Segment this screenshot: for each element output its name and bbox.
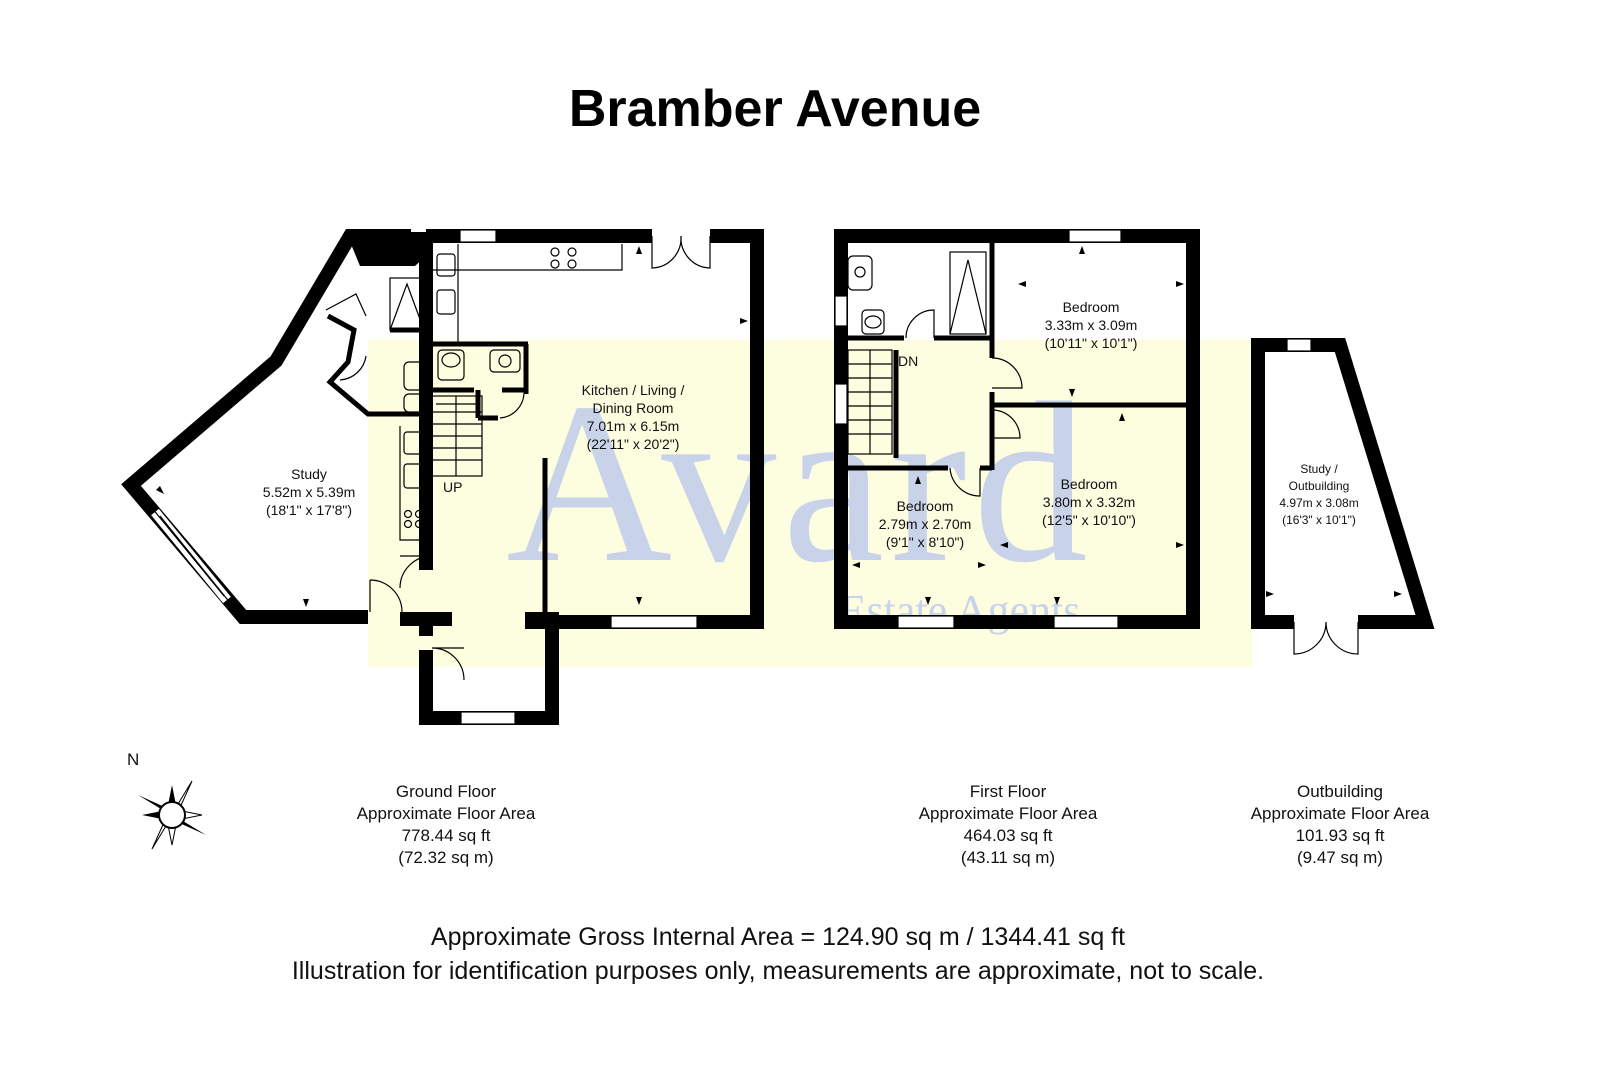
compass-icon: [138, 780, 206, 850]
bedroom3-metric: 2.79m x 2.70m: [879, 516, 972, 532]
outbuilding-wall: [1251, 338, 1435, 629]
ground-stairs: [431, 395, 483, 477]
porch-door: [431, 647, 465, 681]
outbuilding-label-line1: Study /: [1300, 462, 1338, 476]
outbuilding-imperial: (16'3" x 10'1"): [1282, 513, 1356, 527]
outbuilding-sqft: 101.93 sq ft: [1296, 826, 1385, 845]
first-floor-plan: DN Bedroom 3.33m x 3.09m (10'11" x 10'1"…: [834, 229, 1200, 629]
outbuilding-metric: 4.97m x 3.08m: [1279, 496, 1358, 510]
first-bath: [949, 251, 987, 335]
hall-door: [399, 555, 433, 589]
outbuilding-label-line2: Outbuilding: [1289, 479, 1350, 493]
bedroom3-label: Bedroom: [897, 498, 954, 514]
first-floor-sqm: (43.11 sq m): [961, 848, 1055, 867]
kitchen-imperial: (22'11" x 20'2"): [587, 436, 680, 452]
bedroom3-imperial: (9'1" x 8'10"): [886, 534, 964, 550]
first-floor-area: First Floor Approximate Floor Area 464.0…: [919, 782, 1098, 867]
bedroom1-metric: 3.33m x 3.09m: [1045, 317, 1138, 333]
study-imperial: (18'1" x 17'8"): [266, 502, 352, 518]
study-metric: 5.52m x 5.39m: [263, 484, 356, 500]
first-basin: [847, 255, 873, 291]
ground-floor-sqft: 778.44 sq ft: [402, 826, 491, 845]
kitchen-worktop: [431, 244, 623, 344]
study-label: Study: [291, 466, 327, 482]
ground-wc: [437, 349, 465, 381]
compass-north-label: N: [127, 750, 139, 769]
outbuilding-french-doors: [1293, 621, 1359, 655]
first-floor-area-label: Approximate Floor Area: [919, 804, 1098, 823]
ground-floor-area: Ground Floor Approximate Floor Area 778.…: [357, 782, 536, 867]
kitchen-hob-icon: [550, 247, 577, 269]
disclaimer-text: Illustration for identification purposes…: [292, 957, 1264, 985]
first-outer-wall: [834, 229, 1200, 629]
first-floor-name: First Floor: [970, 782, 1047, 801]
kitchen-metric: 7.01m x 6.15m: [587, 418, 680, 434]
ground-floor-area-label: Approximate Floor Area: [357, 804, 536, 823]
ground-floor-plan: UP Study 5.52m x 5.39m (18'1" x 17'8") K…: [121, 229, 764, 725]
porch-window: [460, 711, 516, 725]
bedroom1-window: [1068, 229, 1122, 243]
outbuilding-window: [1286, 338, 1312, 352]
ground-floor-name: Ground Floor: [396, 782, 496, 801]
stairs-down-label: DN: [898, 353, 918, 369]
kitchen-label-line1: Kitchen / Living /: [582, 382, 685, 398]
bedroom1-label: Bedroom: [1063, 299, 1120, 315]
first-floor-sqft: 464.03 sq ft: [964, 826, 1053, 845]
outbuilding-plan: Study / Outbuilding 4.97m x 3.08m (16'3"…: [1251, 338, 1435, 655]
ground-shower: [389, 277, 425, 331]
bathroom-window: [834, 295, 848, 327]
porch-left-pier: [400, 612, 452, 626]
outbuilding-sqm: (9.47 sq m): [1297, 848, 1383, 867]
landing-window: [834, 383, 848, 425]
page-title: Bramber Avenue: [569, 80, 981, 138]
stairs-up-label: UP: [443, 479, 462, 495]
outbuilding-area-label: Approximate Floor Area: [1251, 804, 1430, 823]
bedroom2-metric: 3.80m x 3.32m: [1043, 494, 1136, 510]
kitchen-french-doors: [651, 235, 711, 269]
bedroom2-window: [1053, 615, 1119, 629]
watermark-band: [368, 340, 1252, 667]
bedroom3-window: [897, 615, 955, 629]
kitchen-window-bottom: [610, 615, 698, 629]
hall-hob-icon: [403, 509, 424, 529]
ground-floor-sqm: (72.32 sq m): [398, 848, 493, 867]
first-wc: [861, 309, 885, 335]
ground-basin: [489, 349, 521, 373]
bedroom1-imperial: (10'11" x 10'1"): [1045, 335, 1138, 351]
kitchen-label-line2: Dining Room: [593, 400, 674, 416]
bedroom2-imperial: (12'5" x 10'10"): [1042, 512, 1136, 528]
outbuilding-name: Outbuilding: [1297, 782, 1383, 801]
outbuilding-area: Outbuilding Approximate Floor Area 101.9…: [1251, 782, 1430, 867]
study-corner-wall: [346, 232, 426, 266]
gross-area-text: Approximate Gross Internal Area = 124.90…: [431, 923, 1125, 951]
first-stairs: [847, 349, 893, 455]
kitchen-window-top: [459, 229, 497, 243]
front-door: [369, 579, 403, 613]
bedroom2-label: Bedroom: [1061, 476, 1118, 492]
porch-right-pier: [525, 612, 559, 626]
